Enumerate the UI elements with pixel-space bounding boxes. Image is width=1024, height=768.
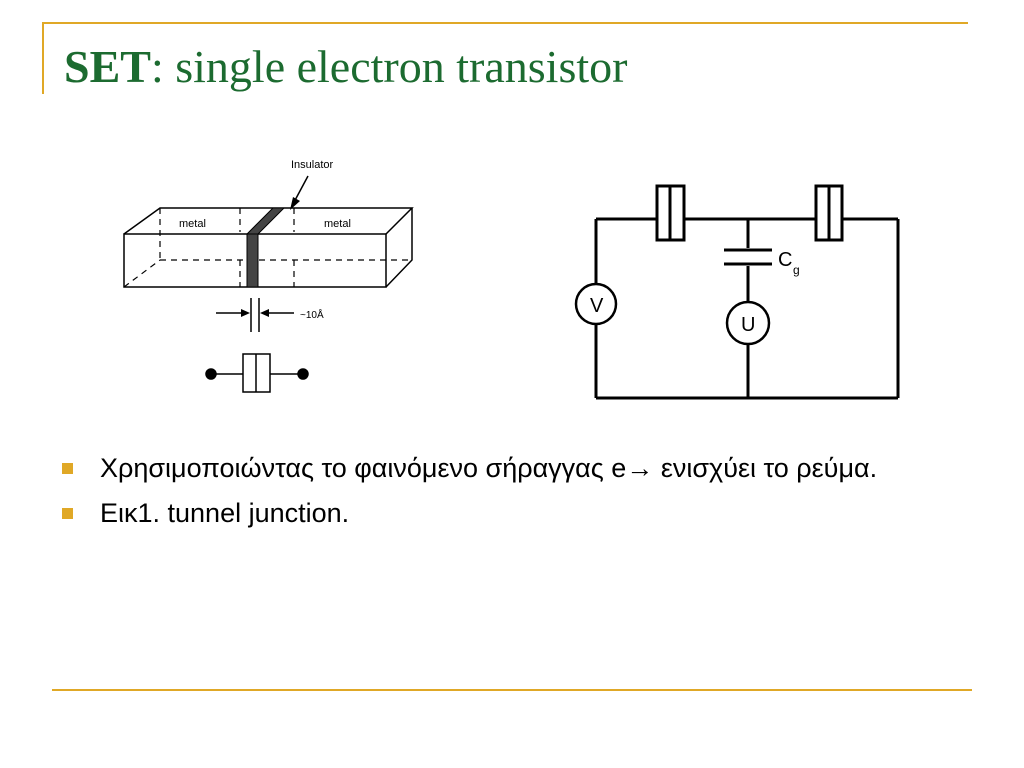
- set-circuit: [574, 184, 900, 400]
- footer-divider: [52, 689, 972, 691]
- bullet-text: Χρησιμοποιώντας το φαινόμενο σήραγγας e→…: [100, 453, 878, 483]
- block-right-face: [385, 208, 413, 288]
- set-figure: Insulator metal metal ~10Å V U C g: [123, 159, 900, 400]
- junction-terminal-right: [297, 368, 309, 380]
- metal-right-label: metal: [324, 218, 351, 230]
- voltmeter-icon: [574, 282, 618, 326]
- insulator-arrowhead: [290, 197, 300, 210]
- bullet-list: Χρησιμοποιώντας το φαινόμενο σήραγγας e→…: [62, 450, 962, 540]
- gap-label: ~10Å: [300, 308, 324, 321]
- metal-left-label: metal: [179, 218, 206, 230]
- voltmeter-label: V: [590, 295, 604, 317]
- capacitor-label: C: [778, 249, 792, 271]
- title-text: : single electron transistor: [150, 41, 628, 92]
- block-top-face: [123, 207, 414, 235]
- insulator-top: [245, 207, 286, 235]
- bullet-text: Εικ1. tunnel junction.: [100, 498, 350, 528]
- insulator-layer: [246, 233, 259, 288]
- insulator-label: Insulator: [291, 159, 334, 171]
- bullet-item: Χρησιμοποιώντας το φαινόμενο σήραγγας e→…: [62, 450, 962, 487]
- capacitor-subscript: g: [793, 263, 800, 277]
- title-acronym: SET: [64, 41, 151, 92]
- bullet-marker-icon: [62, 508, 73, 519]
- accent-vertical-line: [42, 22, 44, 94]
- block-hidden-edges: [123, 208, 412, 288]
- slide-title: SET: single electron transistor: [64, 41, 628, 93]
- bullet-item: Εικ1. tunnel junction.: [62, 495, 962, 532]
- accent-top-line: [42, 22, 968, 24]
- tunnel-junction-diagram: [123, 175, 414, 393]
- bullet-marker-icon: [62, 463, 73, 474]
- gate-source-label: U: [741, 314, 755, 336]
